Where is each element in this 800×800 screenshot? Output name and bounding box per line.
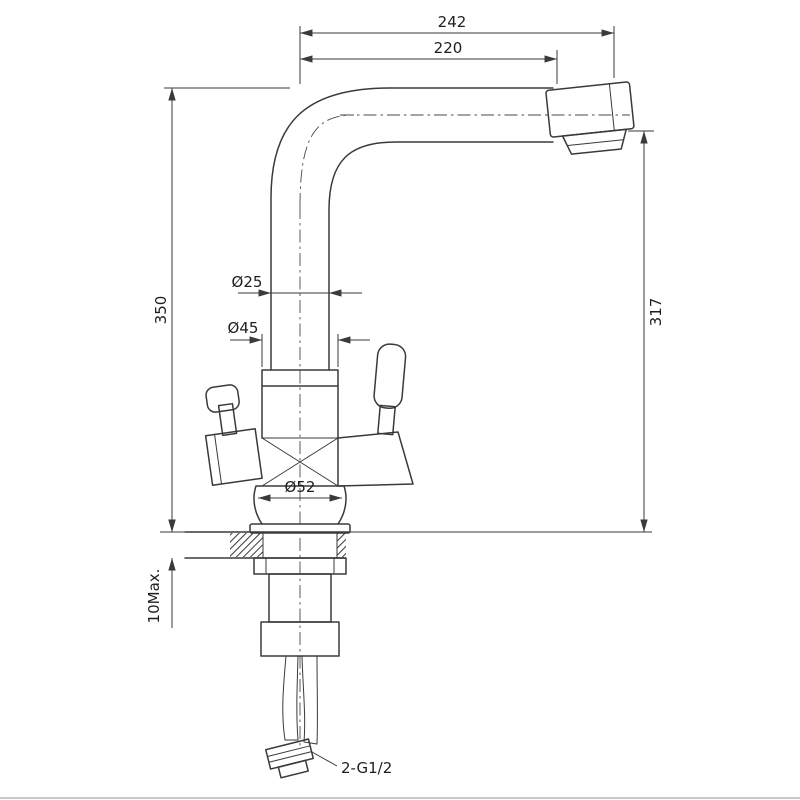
hose-left	[282, 655, 299, 741]
dim-317: 317	[628, 130, 665, 532]
spout-head-joint	[608, 83, 615, 131]
right-handle-cone	[337, 431, 414, 487]
right-handle-stem	[377, 404, 396, 436]
dim-dia25-label: Ø25	[232, 273, 263, 291]
spout	[270, 81, 635, 371]
thread-callout: 2-G1/2	[311, 751, 392, 777]
dim-242-label: 242	[438, 13, 467, 31]
hose-right	[301, 655, 318, 745]
spout-head-block	[545, 81, 635, 138]
connector-nut-facets	[267, 745, 312, 763]
mounting-hardware	[253, 557, 347, 657]
aerator-line	[566, 139, 625, 147]
dim-dia45-label: Ø45	[228, 319, 259, 337]
dim-350: 350	[152, 87, 290, 532]
left-handle-knob	[205, 384, 240, 413]
dim-dia45: Ø45	[228, 319, 370, 367]
dim-dia52-label: Ø52	[285, 478, 316, 496]
body-upper-sides	[261, 385, 339, 439]
countertop	[160, 531, 652, 559]
right-handle	[337, 343, 414, 487]
dim-deck-max-label: 10Max.	[145, 569, 163, 624]
dim-350-label: 350	[152, 296, 170, 325]
dim-deck-max: 10Max.	[145, 506, 176, 628]
spout-outline	[270, 87, 554, 371]
body-lower	[253, 485, 347, 525]
deck-section-hatch-left	[230, 533, 263, 557]
faucet-body	[249, 369, 351, 534]
deck-section-hatch-right	[337, 533, 346, 557]
spacer-detail-lines	[265, 558, 335, 574]
right-handle-lever	[373, 343, 407, 436]
spout-head	[545, 81, 635, 155]
left-handle-boss	[204, 428, 263, 486]
dim-242: 242	[299, 13, 615, 84]
thread-callout-label: 2-G1/2	[341, 759, 392, 777]
left-handle	[204, 384, 263, 486]
dim-317-label: 317	[647, 298, 665, 327]
thread-callout-leader	[311, 751, 338, 767]
body-cone-lines	[261, 437, 339, 487]
hose-connector	[265, 738, 315, 779]
left-handle-cap-edge	[214, 434, 222, 485]
mounting-nut	[260, 621, 340, 657]
centerline-bend	[299, 114, 355, 207]
dim-220-label: 220	[434, 39, 463, 57]
escutcheon	[249, 523, 351, 534]
dim-220: 220	[300, 39, 558, 84]
aerator	[561, 128, 627, 155]
supply-hoses	[282, 655, 318, 745]
centerlines	[299, 114, 630, 748]
left-handle-stem	[217, 402, 238, 437]
connector-tail	[277, 759, 309, 779]
right-handle-grip	[373, 343, 407, 410]
dim-dia25: Ø25	[232, 273, 362, 297]
dim-dia52: Ø52	[258, 478, 342, 502]
